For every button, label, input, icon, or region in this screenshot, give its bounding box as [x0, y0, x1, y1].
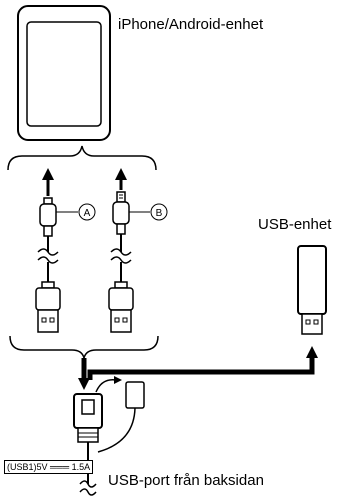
usb-c-cable-icon [35, 197, 61, 333]
usb-stick-icon [297, 245, 327, 335]
bottom-brace [9, 335, 159, 359]
usb-port-label: USB-port från baksidan [108, 472, 264, 489]
usb-device-arrow [87, 356, 315, 380]
phone-label: iPhone/Android-enhet [118, 16, 264, 33]
extension-cable-icon [97, 381, 145, 453]
arrow-up-icon [42, 168, 54, 196]
port-spec-label: (USB1)5V ═══ 1.5A [4, 460, 94, 474]
callout-a-text: A [84, 208, 91, 219]
lightning-cable-icon [108, 191, 134, 333]
phone-icon [17, 5, 111, 141]
usb-port-icon [73, 393, 103, 496]
callout-b: B [150, 203, 168, 221]
callout-b-text: B [156, 208, 163, 219]
callout-a: A [78, 203, 96, 221]
arrow-up-icon [115, 168, 127, 190]
top-brace [7, 145, 157, 171]
usb-device-label: USB-enhet [258, 216, 332, 233]
